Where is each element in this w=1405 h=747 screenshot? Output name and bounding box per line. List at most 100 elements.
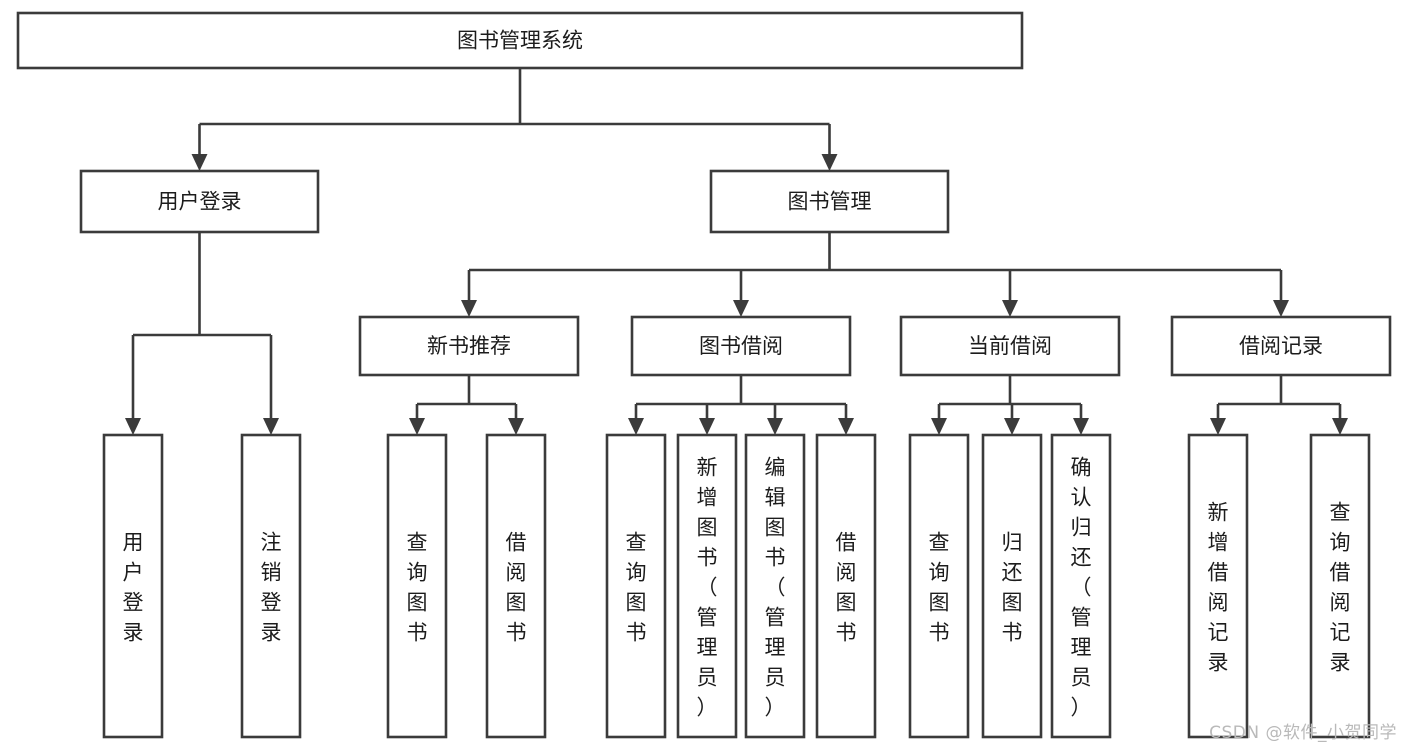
- arrow-head-icon: [1004, 418, 1020, 435]
- node-leaf-edit-book-label-char: 管: [765, 605, 786, 629]
- node-book-manage-box[interactable]: [709, 169, 950, 234]
- node-book-manage[interactable]: 图书管理: [709, 169, 950, 234]
- node-leaf-user-login-box[interactable]: [102, 433, 164, 739]
- node-leaf-return-book-label-char: 归: [1002, 530, 1023, 554]
- node-user-login-box[interactable]: [79, 169, 320, 234]
- node-leaf-add-record-label-char: 借: [1208, 560, 1229, 584]
- arrow-head-icon: [733, 300, 749, 317]
- node-root-system[interactable]: 图书管理系统: [16, 11, 1024, 70]
- node-user-login[interactable]: 用户登录: [79, 169, 320, 234]
- node-book-manage-label: 图书管理: [788, 190, 872, 214]
- node-leaf-edit-book-box[interactable]: [744, 433, 806, 739]
- node-leaf-edit-book-label-char: 理: [765, 635, 786, 659]
- node-leaf-confirm-return-label-char: 认: [1071, 485, 1092, 509]
- node-book-borrow[interactable]: 图书借阅: [630, 315, 852, 377]
- node-new-book-rec[interactable]: 新书推荐: [358, 315, 580, 377]
- node-leaf-query-book-2-label-char: 询: [626, 560, 647, 584]
- node-borrow-record-box[interactable]: [1170, 315, 1392, 377]
- node-leaf-query-book-3-label-char: 查: [929, 530, 950, 554]
- node-leaf-query-record-label-char: 阅: [1330, 590, 1351, 614]
- node-root-system-label: 图书管理系统: [457, 29, 583, 53]
- node-leaf-query-book-3-box[interactable]: [908, 433, 970, 739]
- arrow-head-icon: [767, 418, 783, 435]
- node-leaf-edit-book-label-char: （: [765, 575, 786, 599]
- node-leaf-query-book-3-label-char: 书: [929, 620, 950, 644]
- arrow-head-icon: [1002, 300, 1018, 317]
- arrow-head-icon: [263, 418, 279, 435]
- node-book-borrow-box[interactable]: [630, 315, 852, 377]
- node-borrow-record-label: 借阅记录: [1239, 334, 1323, 358]
- node-leaf-borrow-book-1-label-char: 图: [506, 590, 527, 614]
- node-current-borrow-box[interactable]: [899, 315, 1121, 377]
- arrow-head-icon: [1210, 418, 1226, 435]
- node-leaf-confirm-return-box[interactable]: [1050, 433, 1112, 739]
- node-leaf-query-book-3-label-char: 图: [929, 590, 950, 614]
- node-leaf-add-book-label-char: 书: [697, 545, 718, 569]
- node-leaf-add-record-box[interactable]: [1187, 433, 1249, 739]
- node-leaf-confirm-return-label-char: ）: [1071, 695, 1092, 719]
- node-leaf-borrow-book-2-box[interactable]: [815, 433, 877, 739]
- node-leaf-add-book-box[interactable]: [676, 433, 738, 739]
- node-leaf-query-record-box[interactable]: [1309, 433, 1371, 739]
- node-leaf-query-book-1-box[interactable]: [386, 433, 448, 739]
- node-leaf-add-book-label-char: 增: [697, 485, 718, 509]
- node-new-book-rec-label: 新书推荐: [427, 334, 511, 358]
- node-leaf-add-book-label-char: 员: [697, 665, 718, 689]
- node-leaf-query-book-1-label-char: 查: [407, 530, 428, 554]
- node-current-borrow-label: 当前借阅: [968, 334, 1052, 358]
- arrow-head-icon: [461, 300, 477, 317]
- node-leaf-query-record-label-char: 录: [1330, 650, 1351, 674]
- node-leaf-return-book-label-char: 还: [1002, 560, 1023, 584]
- node-leaf-user-logout-label-char: 销: [261, 560, 282, 584]
- node-leaf-add-book-label-char: ）: [697, 695, 718, 719]
- node-leaf-return-book-box[interactable]: [981, 433, 1043, 739]
- node-new-book-rec-box[interactable]: [358, 315, 580, 377]
- node-leaf-query-book-1-label-char: 书: [407, 620, 428, 644]
- node-leaf-return-book-label-char: 书: [1002, 620, 1023, 644]
- node-leaf-confirm-return-label-char: 还: [1071, 545, 1092, 569]
- node-leaf-add-book-label-char: 新: [697, 455, 718, 479]
- node-current-borrow[interactable]: 当前借阅: [899, 315, 1121, 377]
- node-leaf-add-book-label-char: （: [697, 575, 718, 599]
- node-leaf-add-book-label-char: 管: [697, 605, 718, 629]
- arrow-head-icon: [191, 154, 208, 171]
- node-leaf-add-record-label-char: 录: [1208, 650, 1229, 674]
- node-leaf-user-login[interactable]: 用户登录: [102, 433, 164, 739]
- node-root-system-box[interactable]: [16, 11, 1024, 70]
- arrow-head-icon: [1273, 300, 1289, 317]
- node-leaf-query-record-label-char: 借: [1330, 560, 1351, 584]
- node-leaf-borrow-book-1-box[interactable]: [485, 433, 547, 739]
- node-leaf-borrow-book-2-label-char: 借: [836, 530, 857, 554]
- node-leaf-add-book-label-char: 图: [697, 515, 718, 539]
- node-leaf-user-logout-label-char: 登: [261, 590, 282, 614]
- arrow-head-icon: [1332, 418, 1348, 435]
- node-leaf-borrow-book-1-label-char: 借: [506, 530, 527, 554]
- node-borrow-record[interactable]: 借阅记录: [1170, 315, 1392, 377]
- node-leaf-add-record-label-char: 新: [1208, 500, 1229, 524]
- node-leaf-edit-book-label-char: 员: [765, 665, 786, 689]
- node-leaf-user-logout-label-char: 注: [261, 530, 282, 554]
- node-leaf-query-book-2-box[interactable]: [605, 433, 667, 739]
- node-leaf-add-record-label-char: 增: [1208, 530, 1229, 554]
- node-leaf-user-logout-box[interactable]: [240, 433, 302, 739]
- node-leaf-confirm-return-label-char: （: [1071, 575, 1092, 599]
- node-leaf-confirm-return-label-char: 归: [1071, 515, 1092, 539]
- diagram-nodes: 图书管理系统用户登录图书管理新书推荐图书借阅当前借阅借阅记录用户登录注销登录查询…: [16, 11, 1392, 739]
- node-leaf-add-record-label-char: 阅: [1208, 590, 1229, 614]
- node-leaf-add-book-label-char: 理: [697, 635, 718, 659]
- node-leaf-user-login-label-char: 用: [123, 530, 144, 554]
